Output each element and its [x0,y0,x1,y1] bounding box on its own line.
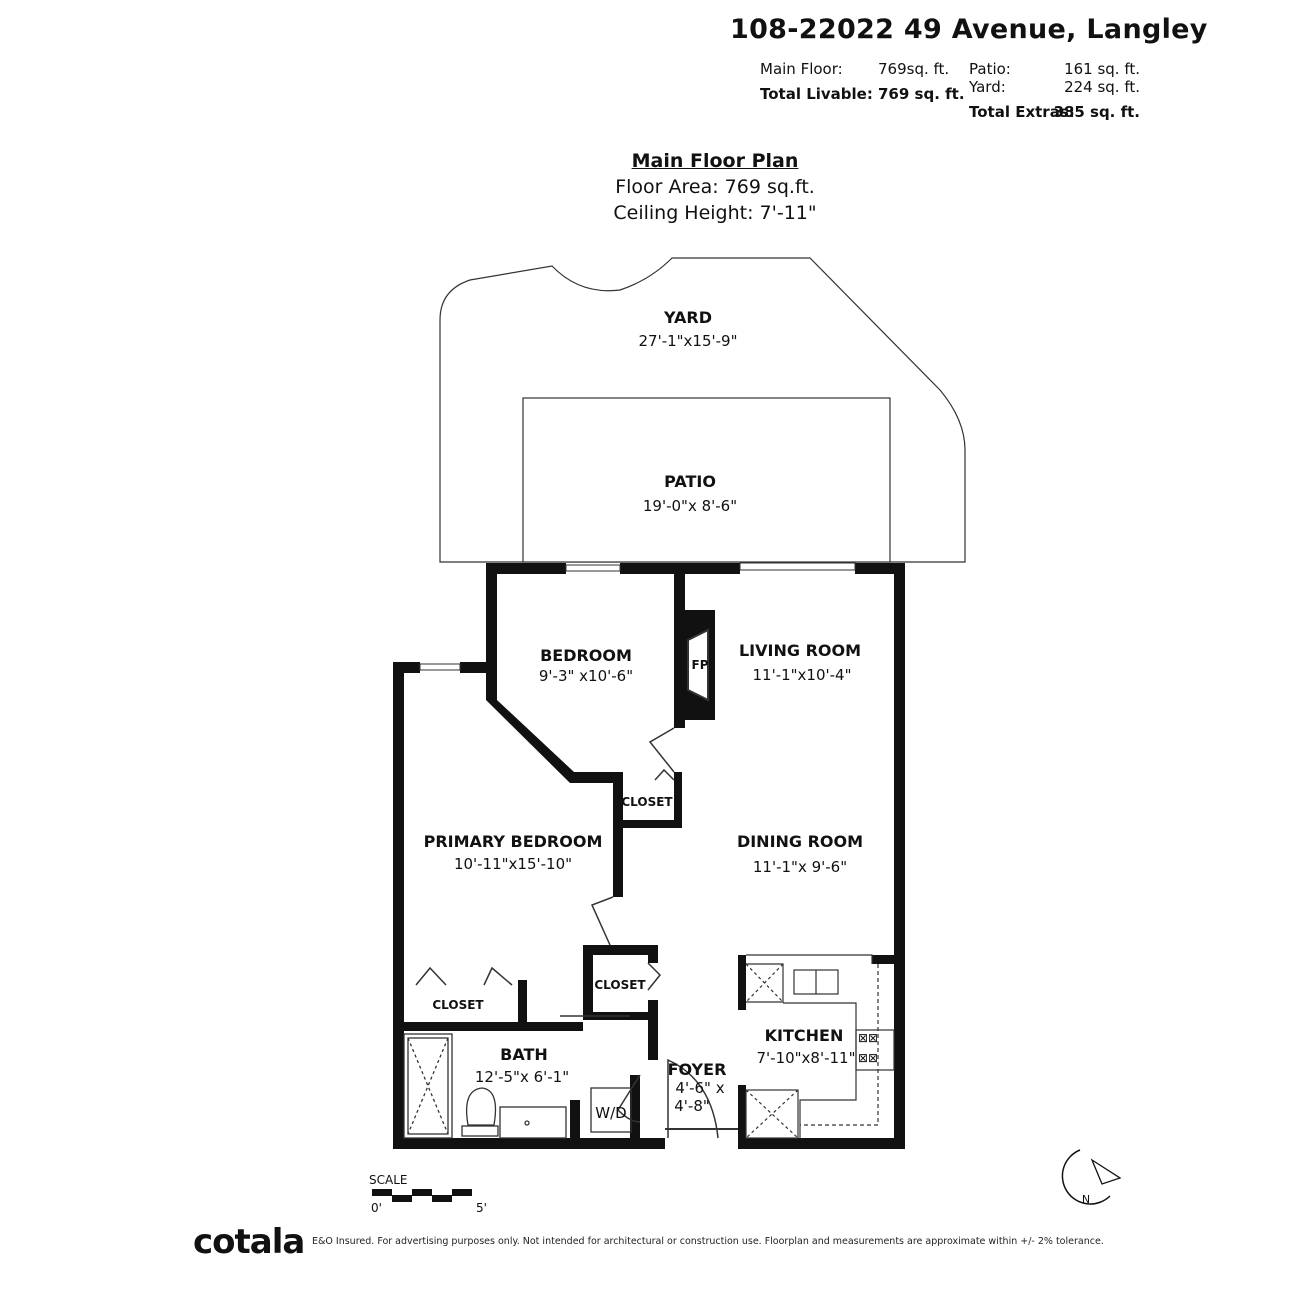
patio-label: PATIO [664,472,716,491]
bedroom-label: BEDROOM [540,646,632,665]
yard-outline [439,257,966,563]
door-swings [415,727,719,1139]
main-floor-value: 769sq. ft. [878,60,950,78]
walls [393,563,905,1149]
yard-label: Yard: [969,78,1006,96]
disclaimer: E&O Insured. For advertising purposes on… [312,1236,1104,1247]
scale-start: 0' [371,1201,382,1215]
total-extras-value: 385 sq. ft. [1053,103,1140,121]
fireplace [687,628,709,702]
foyer-dims-2: 4'-8" [674,1097,710,1115]
ceiling-height: Ceiling Height: 7'-11" [613,202,817,224]
kitchen-fixtures [745,954,895,1139]
patio-dims: 19'-0"x 8'-6" [643,497,737,515]
main-floor-label: Main Floor: [760,60,843,78]
bedroom-dims: 9'-3" x10'-6" [539,667,633,685]
north-arrow-icon [1061,1149,1122,1205]
total-livable-label: Total Livable: [760,85,873,103]
fireplace-label: FP [692,658,709,672]
kitchen-dims: 7'-10"x8'-11" [756,1049,855,1067]
compass-north-label: N [1082,1193,1090,1206]
kitchen-label: KITCHEN [765,1026,844,1045]
patio-value: 161 sq. ft. [1064,60,1140,78]
dining-room-dims: 11'-1"x 9'-6" [753,858,847,876]
window [419,663,461,671]
primary-bedroom-dims: 10'-11"x15'-10" [454,855,572,873]
patio-outline [522,397,891,563]
primary-bedroom-label: PRIMARY BEDROOM [424,832,603,851]
scale-label: SCALE [369,1173,407,1187]
plan-title: Main Floor Plan [631,150,799,172]
living-room-label: LIVING ROOM [739,641,861,660]
floor-area: Floor Area: 769 sq.ft. [615,176,815,198]
closet-label: CLOSET [621,795,673,809]
closet-label: CLOSET [432,998,484,1012]
total-livable-value: 769 sq. ft. [878,85,965,103]
bath-fixtures [403,1033,632,1139]
scale-end: 5' [476,1201,487,1215]
total-extras-label: Total Extras: [969,103,1075,121]
closet-label: CLOSET [594,978,646,992]
cotala-logo: cotala [193,1222,305,1262]
yard-label: YARD [663,308,712,327]
burner-icon: ⊠⊠ [858,1031,878,1045]
bath-dims: 12'-5"x 6'-1" [475,1068,569,1086]
patio-label: Patio: [969,60,1011,78]
dining-room-label: DINING ROOM [737,832,863,851]
scale-bar [372,1189,472,1202]
bath-label: BATH [500,1045,548,1064]
property-address: 108-22022 49 Avenue, Langley [730,14,1208,45]
window [565,564,621,572]
yard-dims: 27'-1"x15'-9" [638,332,737,350]
foyer-label: FOYER [668,1060,727,1079]
yard-value: 224 sq. ft. [1064,78,1140,96]
burner-icon: ⊠⊠ [858,1051,878,1065]
washer-dryer-label: W/D [595,1104,626,1122]
living-room-dims: 11'-1"x10'-4" [752,666,851,684]
foyer-dims: 4'-6" x [675,1079,724,1097]
plan-heading: Main Floor Plan Floor Area: 769 sq.ft. C… [560,148,870,226]
sliding-door [739,562,856,571]
